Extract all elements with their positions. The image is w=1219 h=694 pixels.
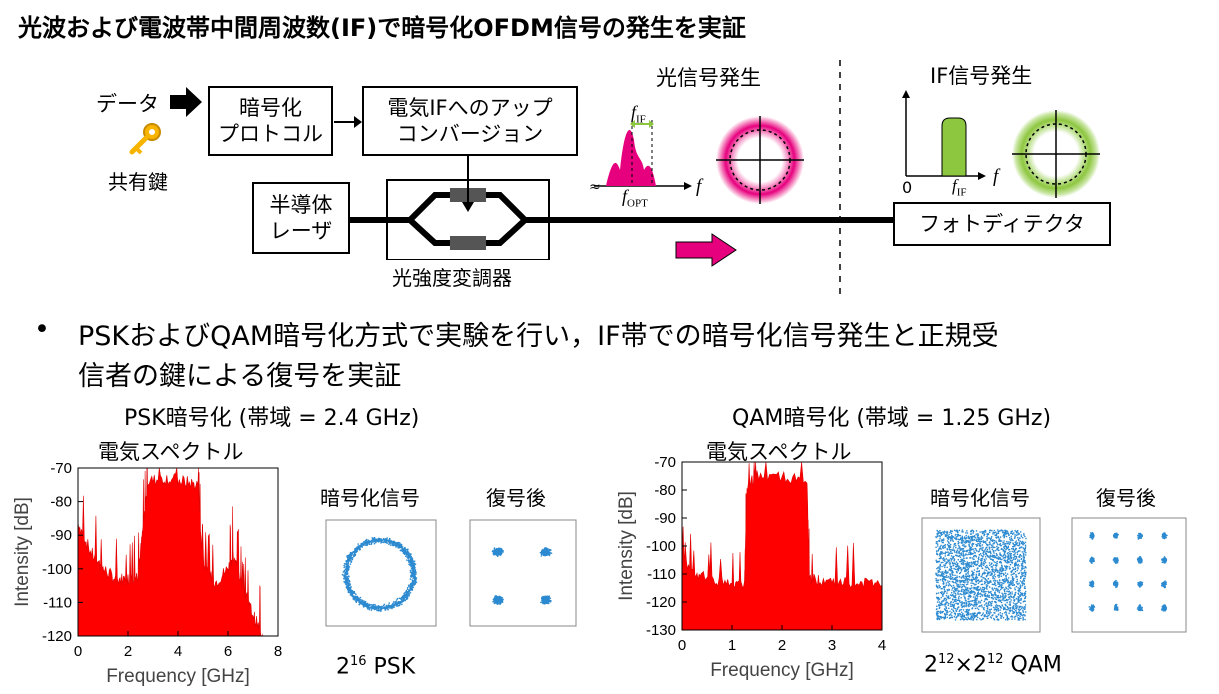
photodetector-label: フォトディテクタ xyxy=(919,212,1085,236)
psk-decoded-constellation xyxy=(469,519,577,627)
upconversion-box: 電気IFへのアップ コンバージョン xyxy=(362,86,578,156)
svg-text:≈: ≈ xyxy=(589,179,601,195)
y-tick-label: -110 xyxy=(43,594,72,611)
data-arrow xyxy=(170,87,202,117)
f-if-subscript: IF xyxy=(636,113,646,126)
f-if-subscript-2: IF xyxy=(956,186,967,199)
x-tick-label: 4 xyxy=(174,643,182,660)
section-divider xyxy=(839,60,841,300)
key-label: 共有鍵 xyxy=(108,170,168,194)
spectrum-area xyxy=(681,461,883,631)
qam-dec-label: 復号後 xyxy=(1096,486,1156,510)
y-axis-label: Intensity [dB] xyxy=(616,491,637,601)
y-tick-label: -90 xyxy=(654,510,676,527)
y-tick-label: -120 xyxy=(42,628,72,645)
modulator-diagram xyxy=(350,156,900,260)
photodetector-box: フォトディテクタ xyxy=(893,202,1111,246)
f-axis-label-2: f xyxy=(993,166,999,187)
qam-caption: 212×212 QAM xyxy=(924,652,1062,677)
if-spectrum-sketch xyxy=(902,90,986,180)
psk-heading: PSK暗号化 (帯域 = 2.4 GHz) xyxy=(124,406,420,431)
constellation-frame xyxy=(469,519,577,627)
f-if-symbol: f xyxy=(631,102,637,122)
data-label: データ xyxy=(96,92,159,116)
psk-caption-sup: 16 xyxy=(350,654,367,669)
constellation-points xyxy=(491,547,553,605)
x-tick-label: 2 xyxy=(778,637,786,654)
psk-spectrum-label: 電気スペクトル xyxy=(98,440,244,464)
y-tick-label: -110 xyxy=(647,566,676,583)
y-tick-label: -70 xyxy=(50,460,72,477)
key-icon xyxy=(129,123,161,155)
psk-caption-rest: PSK xyxy=(366,654,416,680)
modulator-label: 光強度変調器 xyxy=(392,266,512,290)
constellation-points xyxy=(1088,532,1168,612)
x-tick-label: 0 xyxy=(678,637,686,654)
y-axis-label: Intensity [dB] xyxy=(12,497,33,607)
qam-caption-a: 2 xyxy=(924,652,938,678)
qam-caption-mid: ×2 xyxy=(954,652,987,678)
f-axis-label-1: f xyxy=(696,176,702,197)
x-tick-label: 2 xyxy=(124,643,132,660)
qam-heading: QAM暗号化 (帯域 = 1.25 GHz) xyxy=(732,406,1052,431)
y-tick-label: -80 xyxy=(654,482,676,499)
pink-arrow xyxy=(675,233,737,267)
psk-dec-label: 復号後 xyxy=(486,486,546,510)
qam-decoded-constellation xyxy=(1071,517,1187,633)
x-tick-label: 6 xyxy=(224,643,232,660)
f-if-symbol-2: f xyxy=(952,176,957,195)
y-tick-label: -90 xyxy=(50,527,72,544)
x-tick-label: 3 xyxy=(828,637,836,654)
y-tick-label: -130 xyxy=(646,622,676,639)
psk-enc-label: 暗号化信号 xyxy=(320,486,420,510)
bullet-line-1: PSKおよびQAM暗号化方式で実験を行い，IF帯での暗号化信号発生と正規受 xyxy=(78,321,999,352)
psk-caption: 216 PSK xyxy=(336,654,415,679)
qam-encrypted-constellation xyxy=(921,517,1041,633)
constellation-points xyxy=(341,536,418,612)
y-tick-label: -100 xyxy=(646,538,676,555)
laser-label: 半導体 レーザ xyxy=(269,193,333,243)
f-if-label-2: fIF xyxy=(952,176,967,198)
y-tick-label: -70 xyxy=(654,454,676,471)
if-gen-label: IF信号発生 xyxy=(930,64,1033,88)
optical-spectrum-sketch: ≈ xyxy=(589,120,692,195)
x-tick-label: 4 xyxy=(878,637,886,654)
green-constellation-ring xyxy=(1012,110,1100,198)
page-title: 光波および電波帯中間周波数(IF)で暗号化OFDM信号の発生を実証 xyxy=(18,14,746,42)
optical-gen-label: 光信号発生 xyxy=(656,66,761,90)
zero-label: 0 xyxy=(902,178,913,197)
qam-caption-rest: QAM xyxy=(1003,652,1062,678)
y-tick-label: -80 xyxy=(50,494,72,511)
laser-box: 半導体 レーザ xyxy=(252,182,350,254)
spectrum-area xyxy=(77,467,263,637)
x-axis-label: Frequency [GHz] xyxy=(710,660,854,681)
arrow-to-upconv xyxy=(334,116,362,128)
f-if-label: fIF xyxy=(631,102,646,126)
f-opt-label: fOPT xyxy=(622,186,648,210)
bullet-line-2: 信者の鍵による復号を実証 xyxy=(78,361,402,392)
f-opt-subscript: OPT xyxy=(627,197,648,210)
encrypt-protocol-label: 暗号化 プロトコル xyxy=(218,96,323,146)
f-opt-symbol: f xyxy=(622,186,628,206)
psk-encrypted-constellation xyxy=(325,519,437,627)
qam-caption-a-sup: 12 xyxy=(938,652,955,667)
pink-constellation-ring xyxy=(716,116,804,204)
psk-caption-base: 2 xyxy=(336,654,350,680)
qam-caption-b-sup: 12 xyxy=(986,652,1004,667)
y-tick-label: -100 xyxy=(42,561,72,578)
qam-enc-label: 暗号化信号 xyxy=(930,486,1030,510)
x-tick-label: 1 xyxy=(728,637,736,654)
x-tick-label: 8 xyxy=(274,643,282,660)
x-tick-label: 0 xyxy=(74,643,82,660)
qam-spectrum-label: 電気スペクトル xyxy=(706,440,852,464)
bullet-mark: • xyxy=(34,314,50,345)
y-tick-label: -120 xyxy=(646,594,676,611)
encrypt-protocol-box: 暗号化 プロトコル xyxy=(208,86,333,156)
constellation-points xyxy=(935,529,1027,621)
x-axis-label: Frequency [GHz] xyxy=(106,666,250,687)
upconversion-label: 電気IFへのアップ コンバージョン xyxy=(387,96,553,146)
constellation-frame xyxy=(1071,517,1187,633)
